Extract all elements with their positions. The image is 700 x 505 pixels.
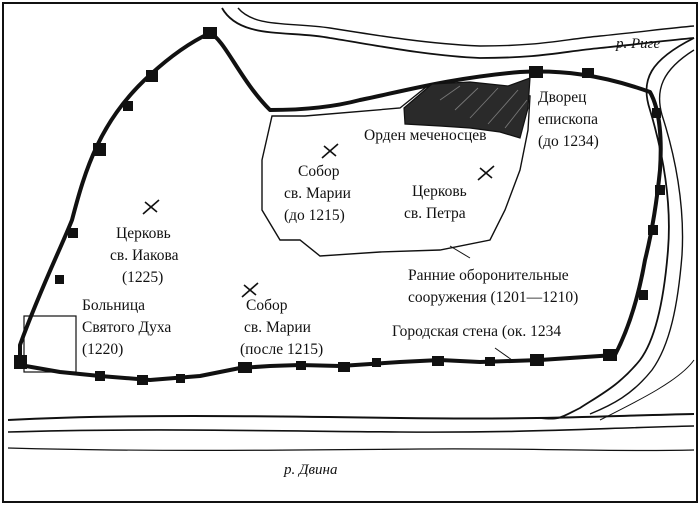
tower — [296, 361, 306, 370]
tower — [485, 357, 495, 366]
hospital-building — [23, 315, 77, 373]
tower — [529, 66, 543, 78]
st-mary-old-line-1: Собор — [298, 163, 340, 180]
order-area-hatching — [439, 85, 528, 129]
tower — [338, 362, 350, 372]
st-mary-old-line-3: (до 1215) — [284, 207, 345, 224]
cross-icon — [321, 143, 339, 159]
st-peter-line-1: Церковь — [412, 183, 467, 200]
riga-river-curve-outer — [539, 37, 695, 420]
st-mary-new-line-3: (после 1215) — [240, 341, 323, 358]
tower — [652, 108, 661, 118]
riga-river-shore — [599, 359, 695, 421]
st-mary-new-label: Собор св. Марии (после 1215) — [240, 297, 323, 358]
bishop-palace-label: Дворец епископа (до 1234) — [538, 89, 599, 150]
early-fortifications — [261, 83, 531, 257]
st-james-label: Церковь св. Иакова (1225) — [110, 225, 179, 286]
hospital-line-1: Больница — [82, 297, 145, 314]
tower — [238, 362, 252, 373]
cross-icon — [142, 199, 160, 215]
tower — [639, 290, 648, 300]
order-of-sword-brothers-area — [403, 77, 531, 139]
riga-river-label: р. Риге — [615, 36, 661, 52]
tower — [530, 354, 544, 366]
early-fortifications-leader — [449, 245, 471, 259]
tower — [146, 70, 158, 82]
bishop-palace-line-3: (до 1234) — [538, 133, 599, 150]
hospital-line-2: Святого Духа — [82, 319, 171, 336]
tower — [137, 375, 148, 385]
bishop-palace-line-2: епископа — [538, 111, 598, 128]
dvina-shore-line — [7, 447, 695, 452]
bishop-palace-line-1: Дворец — [538, 89, 586, 106]
hospital-line-3: (1220) — [82, 341, 123, 358]
st-james-line-3: (1225) — [122, 269, 163, 286]
st-peter-label: Церковь св. Петра — [404, 183, 467, 222]
tower — [648, 225, 658, 235]
cross-icon — [477, 165, 495, 181]
hospital-label: Больница Святого Духа (1220) — [82, 297, 171, 358]
tower — [655, 185, 665, 195]
early-fortifications-line-1: Ранние оборонительные — [408, 267, 569, 284]
st-mary-old-line-2: св. Марии — [284, 185, 351, 202]
dvina-river-label: р. Двина — [283, 462, 338, 478]
tower — [123, 101, 133, 111]
early-fortifications-line-2: сооружения (1201—1210) — [408, 289, 578, 306]
tower — [176, 374, 185, 383]
riga-river-curve-inner — [589, 49, 695, 415]
city-wall-label: Городская стена (ок. 1234 — [392, 323, 561, 340]
tower — [432, 356, 444, 366]
cross-icon — [241, 282, 259, 298]
tower — [14, 355, 27, 369]
st-peter-line-2: св. Петра — [404, 205, 466, 222]
tower — [372, 358, 381, 367]
riga-river-bank-inner — [237, 7, 695, 47]
riga-river-bank-outer — [221, 7, 695, 59]
city-wall — [18, 31, 663, 382]
tower — [582, 68, 594, 78]
st-mary-old-label: Собор св. Марии (до 1215) — [284, 163, 351, 224]
dvina-bank-north — [7, 413, 695, 421]
tower — [95, 371, 105, 381]
tower — [93, 143, 106, 156]
order-label: Орден меченосцев — [364, 127, 486, 144]
tower — [603, 349, 617, 361]
st-mary-new-line-1: Собор — [246, 297, 288, 314]
church-markers — [142, 143, 495, 298]
tower — [203, 27, 217, 39]
st-james-line-2: св. Иакова — [110, 247, 179, 264]
early-fortifications-label: Ранние оборонительные сооружения (1201—1… — [408, 267, 578, 306]
st-james-line-1: Церковь — [116, 225, 171, 242]
city-wall-leader — [494, 347, 513, 361]
dvina-bank-south — [7, 425, 695, 433]
tower — [55, 275, 64, 284]
tower — [68, 228, 78, 238]
st-mary-new-line-2: св. Марии — [244, 319, 311, 336]
